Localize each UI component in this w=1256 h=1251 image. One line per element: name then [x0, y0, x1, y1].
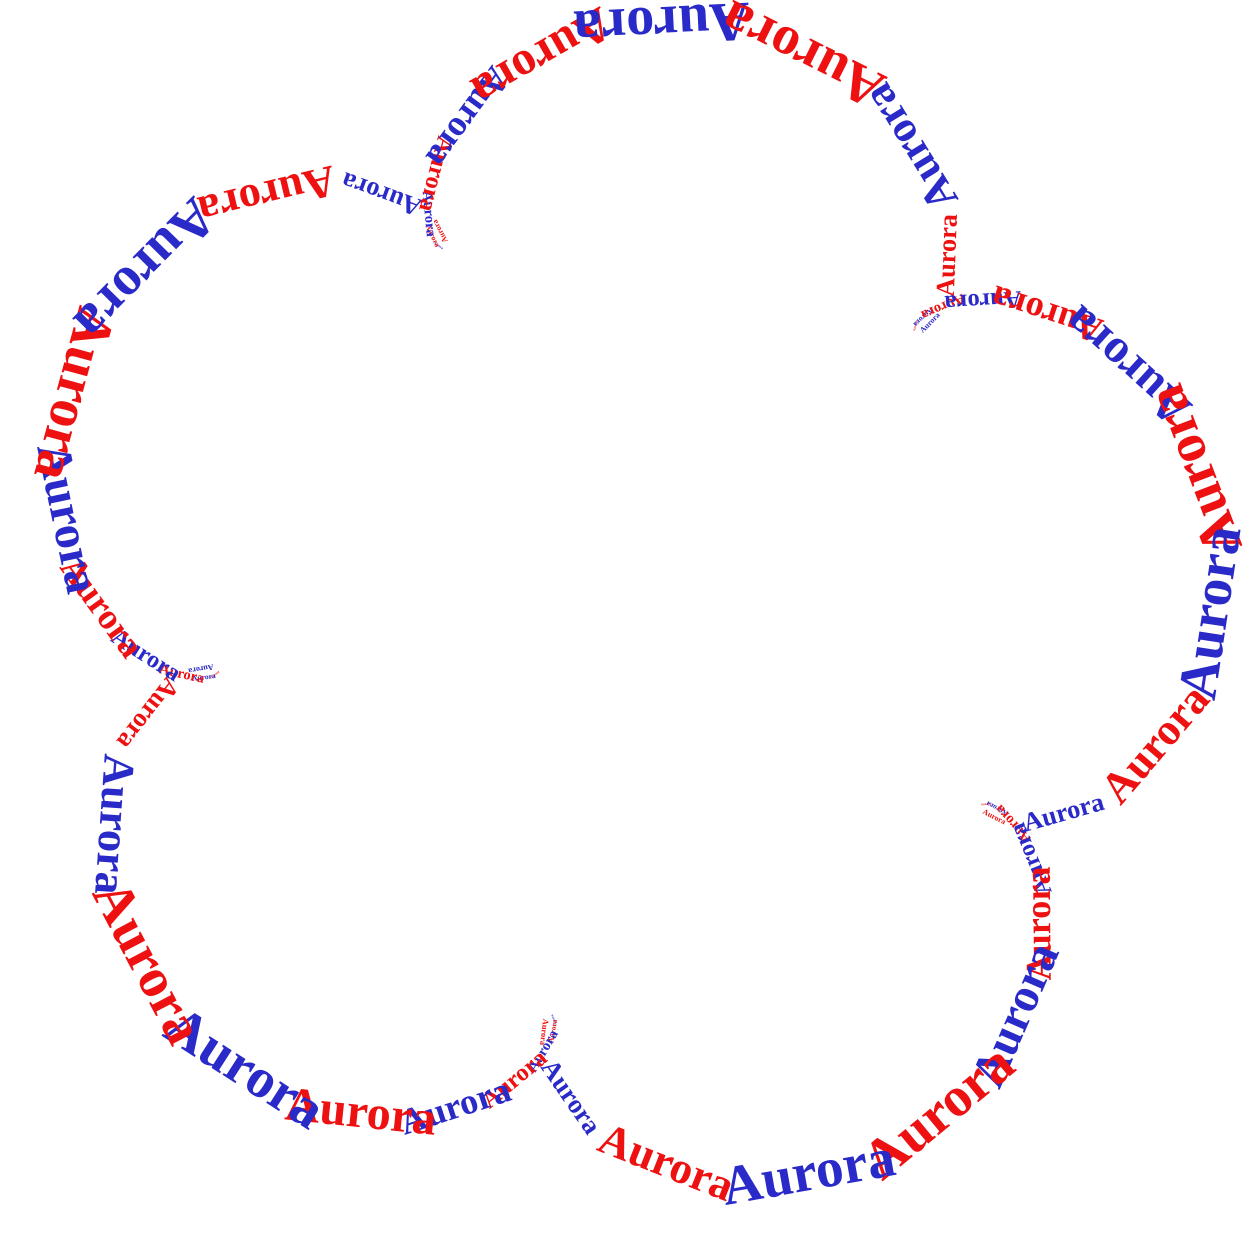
aurora-word: Aurora	[931, 213, 963, 297]
aurora-word: Aurora	[546, 1018, 559, 1043]
aurora-word: Aurora	[338, 166, 426, 222]
aurora-word: Aurora	[1090, 674, 1219, 813]
aurora-word: Aurora	[550, 1014, 558, 1026]
aurora-word: Aurora	[191, 671, 216, 683]
aurora-word: Aurora	[944, 285, 1022, 317]
aurora-word: Aurora	[852, 75, 968, 220]
aurora-word: Aurora	[419, 190, 439, 238]
aurora-word: Aurora	[592, 1113, 742, 1211]
aurora-word: Aurora	[538, 1018, 550, 1046]
aurora-word: Aurora	[1020, 787, 1108, 837]
aurora-word: Aurora	[1018, 866, 1059, 980]
aurora-word: Aurora	[912, 320, 919, 332]
aurora-word: Aurora	[572, 0, 751, 60]
aurora-word: Aurora	[111, 672, 186, 756]
aurora-word: Aurora	[85, 752, 145, 896]
aurora-word: Aurora	[194, 156, 342, 237]
aurora-word: Aurora	[981, 802, 992, 807]
aurora-word: Aurora	[717, 1127, 900, 1218]
aurora-word: Aurora	[209, 670, 220, 680]
aurora-word: Aurora	[80, 871, 215, 1054]
aurora-word: Aurora	[433, 241, 444, 250]
aurora-word: Aurora	[188, 662, 215, 675]
